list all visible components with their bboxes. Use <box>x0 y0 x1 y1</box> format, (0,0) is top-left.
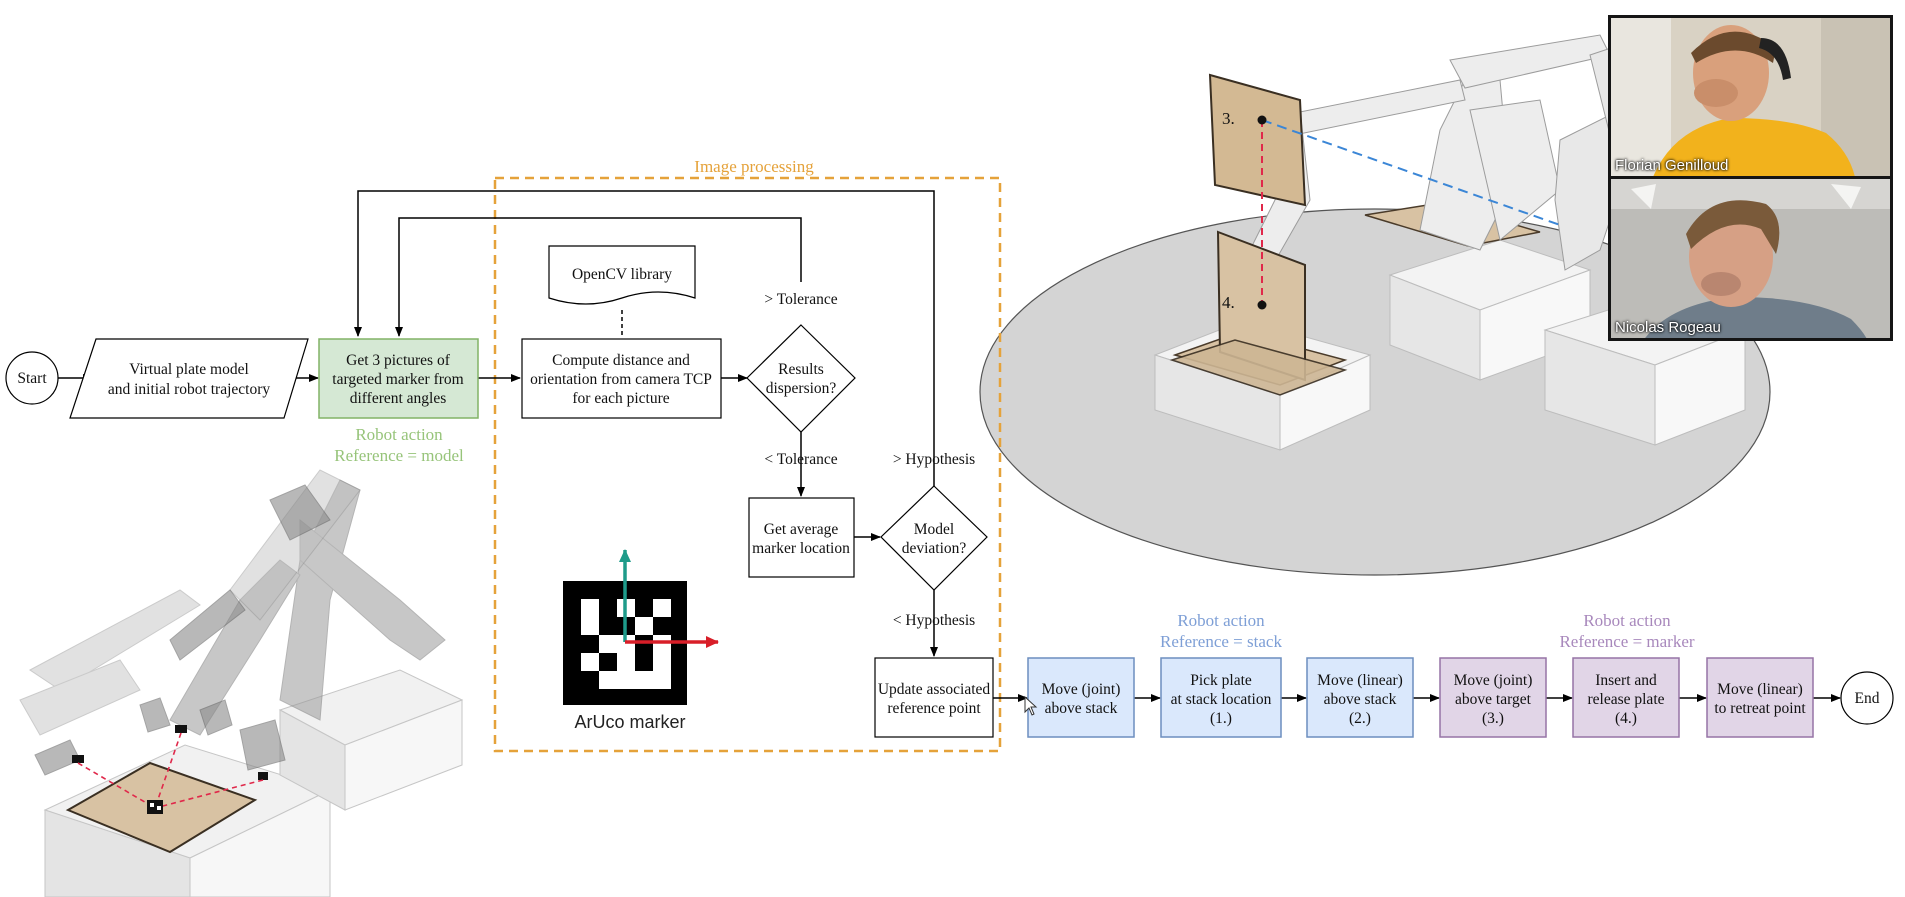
svg-text:Insert and: Insert and <box>1595 672 1657 689</box>
svg-text:at stack location: at stack location <box>1171 691 1272 708</box>
svg-text:(4.): (4.) <box>1615 710 1637 727</box>
participant-name: Nicolas Rogeau <box>1615 319 1721 336</box>
average-marker-node: Get average marker location <box>748 497 855 578</box>
step-move-linear-retreat: Move (linear) to retreat point <box>1706 657 1814 738</box>
robot-action-stack-label-1: Robot action <box>1177 611 1265 630</box>
svg-text:targeted marker from: targeted marker from <box>332 371 463 388</box>
gt-hypothesis-label: > Hypothesis <box>893 451 975 468</box>
step-move-joint-above-stack: Move (joint) above stack <box>1027 657 1135 738</box>
marker-3-label: 3. <box>1222 109 1235 128</box>
svg-text:Move (linear): Move (linear) <box>1717 681 1803 698</box>
svg-text:Results: Results <box>778 361 824 378</box>
participant-video-feed <box>1611 179 1890 338</box>
lt-hypothesis-label: < Hypothesis <box>893 612 975 629</box>
robot-camera-illustration <box>19 469 464 897</box>
svg-text:different angles: different angles <box>350 390 447 407</box>
svg-text:Model: Model <box>914 521 954 538</box>
start-node: Start <box>5 351 59 405</box>
mouse-cursor-icon <box>1024 695 1038 716</box>
svg-text:Move (joint): Move (joint) <box>1042 681 1121 698</box>
input-parallelogram: Virtual plate model and initial robot tr… <box>69 338 309 419</box>
opencv-library-node: OpenCV library <box>548 245 696 305</box>
compute-distance-node: Compute distance and orientation from ca… <box>521 338 722 419</box>
marker-4-label: 4. <box>1222 293 1235 312</box>
svg-text:deviation?: deviation? <box>902 540 967 557</box>
robot-action-stack-label-2: Reference = stack <box>1160 632 1282 651</box>
update-reference-node: Update associated reference point <box>874 657 994 738</box>
robot-action-model-label-1: Robot action <box>355 425 443 444</box>
svg-text:and initial robot trajectory: and initial robot trajectory <box>108 381 271 398</box>
svg-text:Get 3 pictures of: Get 3 pictures of <box>346 352 451 369</box>
svg-text:Get average: Get average <box>764 521 839 538</box>
svg-text:above stack: above stack <box>1324 691 1397 708</box>
lt-tolerance-label: < Tolerance <box>764 451 837 468</box>
svg-text:Virtual plate model: Virtual plate model <box>129 361 249 378</box>
results-dispersion-decision: Results dispersion? <box>746 324 856 433</box>
flow-connectors <box>57 190 1841 702</box>
svg-text:End: End <box>1855 690 1880 707</box>
svg-text:above target: above target <box>1455 691 1532 708</box>
svg-text:(1.): (1.) <box>1210 710 1232 727</box>
aruco-marker-label: ArUco marker <box>574 712 685 732</box>
robot-action-model-label-2: Reference = model <box>334 446 464 465</box>
svg-text:(3.): (3.) <box>1482 710 1504 727</box>
svg-text:Move (joint): Move (joint) <box>1454 672 1533 689</box>
gt-tolerance-label: > Tolerance <box>764 291 837 308</box>
robot-action-marker-label-1: Robot action <box>1583 611 1671 630</box>
participant-name: Florian Genilloud <box>1615 157 1729 174</box>
video-tile-florian[interactable]: Florian Genilloud <box>1608 15 1893 179</box>
get-pictures-node: Get 3 pictures of targeted marker from d… <box>318 338 479 419</box>
svg-text:release plate: release plate <box>1587 691 1664 708</box>
svg-text:Start: Start <box>17 370 47 387</box>
aruco-marker-image <box>563 549 719 705</box>
step-move-joint-above-target: Move (joint) above target (3.) <box>1439 657 1547 738</box>
svg-text:to retreat point: to retreat point <box>1714 700 1806 717</box>
video-tile-nicolas[interactable]: Nicolas Rogeau <box>1608 176 1893 341</box>
svg-text:OpenCV library: OpenCV library <box>572 266 672 283</box>
model-deviation-decision: Model deviation? <box>880 485 988 591</box>
step-insert-release-plate: Insert and release plate (4.) <box>1572 657 1680 738</box>
svg-text:(2.): (2.) <box>1349 710 1371 727</box>
svg-text:Pick plate: Pick plate <box>1190 672 1252 689</box>
svg-text:dispersion?: dispersion? <box>766 380 837 397</box>
step-pick-plate: Pick plate at stack location (1.) <box>1160 657 1282 738</box>
svg-text:Move (linear): Move (linear) <box>1317 672 1403 689</box>
step-move-linear-above-stack: Move (linear) above stack (2.) <box>1306 657 1414 738</box>
svg-text:for each picture: for each picture <box>572 390 669 407</box>
svg-text:above stack: above stack <box>1045 700 1118 717</box>
svg-text:reference point: reference point <box>887 700 981 717</box>
participant-video-feed <box>1611 18 1890 176</box>
svg-text:orientation from camera TCP: orientation from camera TCP <box>530 371 712 388</box>
image-processing-label: Image processing <box>694 157 814 176</box>
svg-text:marker location: marker location <box>752 540 850 557</box>
svg-text:Update associated: Update associated <box>878 681 991 698</box>
robot-action-marker-label-2: Reference = marker <box>1559 632 1694 651</box>
end-node: End <box>1840 671 1894 725</box>
svg-text:Compute distance and: Compute distance and <box>552 352 690 369</box>
